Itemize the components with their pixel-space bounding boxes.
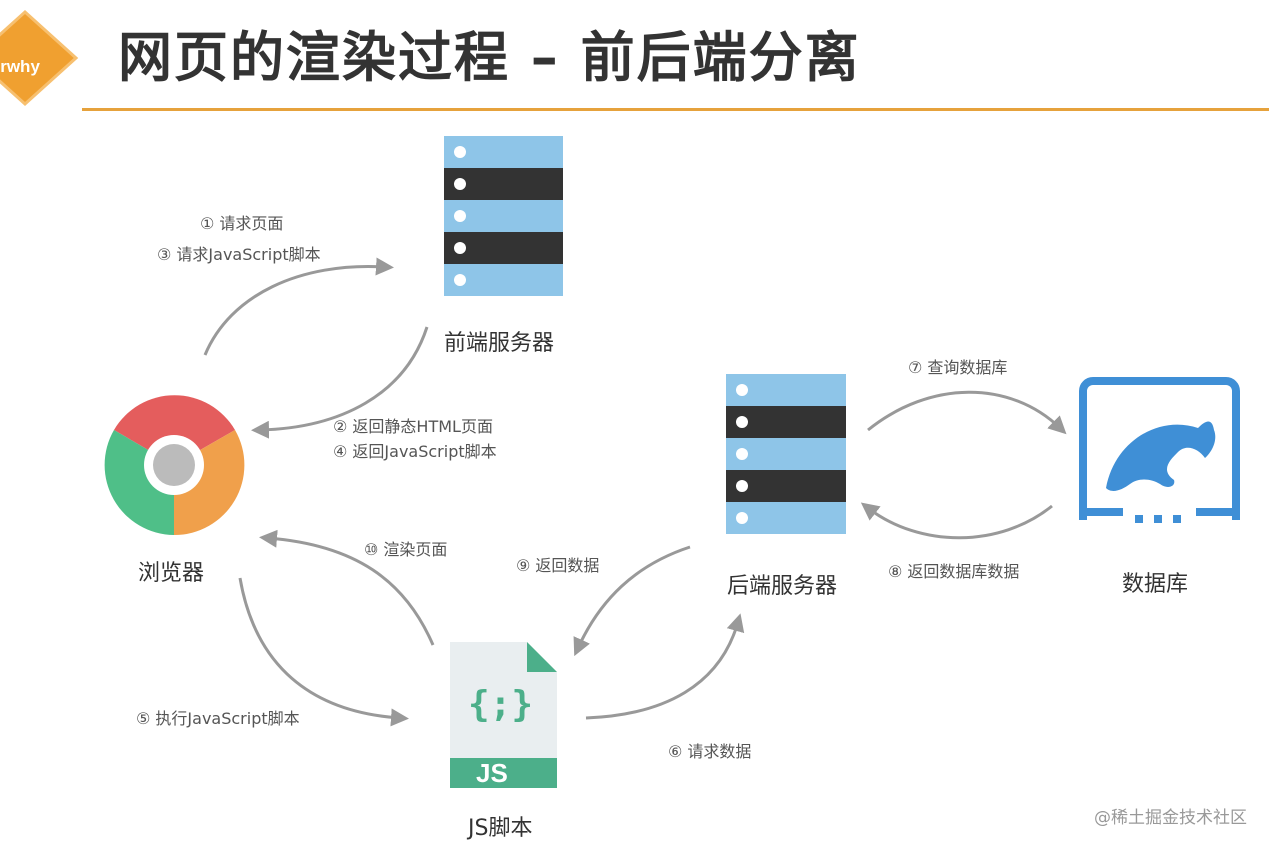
arrow-frontend-to-browser [251, 326, 429, 439]
title-underline [82, 108, 1269, 111]
logo-diamond-icon [0, 9, 79, 107]
step-8-label: ⑧ 返回数据库数据 [888, 562, 1020, 581]
arrow-js-to-browser [259, 529, 435, 646]
backend-server-icon [726, 374, 846, 534]
frontend-server-icon [444, 136, 563, 296]
browser-label: 浏览器 [138, 561, 205, 586]
watermark: @稀土掘金技术社区 [1094, 808, 1247, 828]
js-file-icon [450, 642, 557, 788]
backend-server-label: 后端服务器 [727, 574, 838, 599]
database-icon [1079, 377, 1240, 536]
step-2-label: ② 返回静态HTML页面 [333, 417, 493, 436]
database-label: 数据库 [1122, 572, 1189, 597]
logo-text: oderwhy [0, 57, 40, 76]
step-9-label: ⑨ 返回数据 [516, 556, 600, 575]
page-title: 网页的渲染过程 – 前后端分离 [118, 26, 861, 89]
arrow-backend-to-database [867, 390, 1067, 435]
arrow-backend-to-js [573, 545, 691, 657]
step-10-label: ⑩ 渲染页面 [364, 540, 448, 559]
chrome-browser-icon [104, 395, 245, 536]
step-1-label: ① 请求页面 [200, 214, 284, 233]
step-3-label: ③ 请求JavaScript脚本 [157, 245, 321, 264]
step-6-label: ⑥ 请求数据 [668, 742, 752, 761]
js-script-label: JS脚本 [468, 816, 533, 841]
js-braces-glyph: {;} [468, 684, 534, 725]
step-5-label: ⑤ 执行JavaScript脚本 [136, 709, 300, 728]
logo: oderwhy [0, 8, 80, 108]
frontend-server-label: 前端服务器 [444, 331, 555, 356]
arrow-js-to-backend [585, 613, 745, 720]
arrow-database-to-backend [860, 502, 1053, 540]
step-4-label: ④ 返回JavaScript脚本 [333, 442, 497, 461]
arrow-browser-to-js [238, 577, 409, 727]
step-7-label: ⑦ 查询数据库 [908, 358, 1008, 377]
js-badge-text: JS [476, 758, 508, 788]
arrow-browser-to-frontend [203, 257, 394, 356]
